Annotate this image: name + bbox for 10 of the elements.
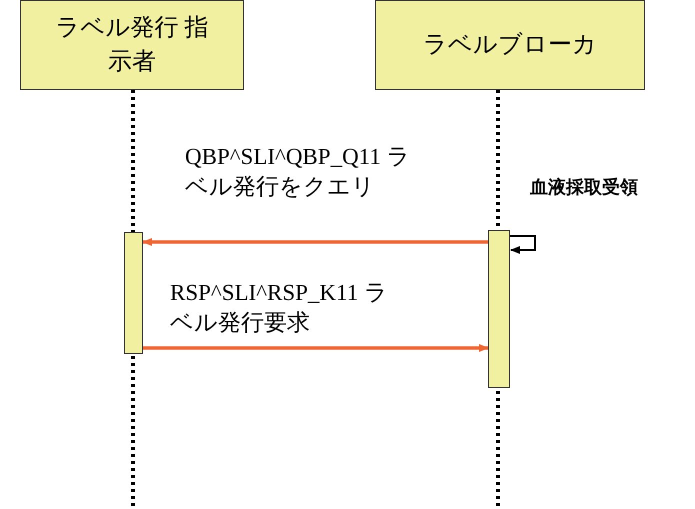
- message-arrow: [143, 344, 489, 352]
- self-message-arrow: [510, 235, 536, 254]
- activation-bar: [488, 230, 510, 388]
- message-label: 血液採取受領: [530, 176, 639, 199]
- participant-box: ラベルブローカ: [375, 0, 645, 90]
- message-label: RSP^SLI^RSP_K11 ラベル発行要求: [170, 279, 389, 337]
- activation-bar: [124, 232, 143, 354]
- message-arrow: [142, 238, 488, 246]
- participant-box: ラベル発行 指示者: [20, 0, 244, 90]
- message-label: QBP^SLI^QBP_Q11 ラベル発行をクエリ: [185, 143, 412, 201]
